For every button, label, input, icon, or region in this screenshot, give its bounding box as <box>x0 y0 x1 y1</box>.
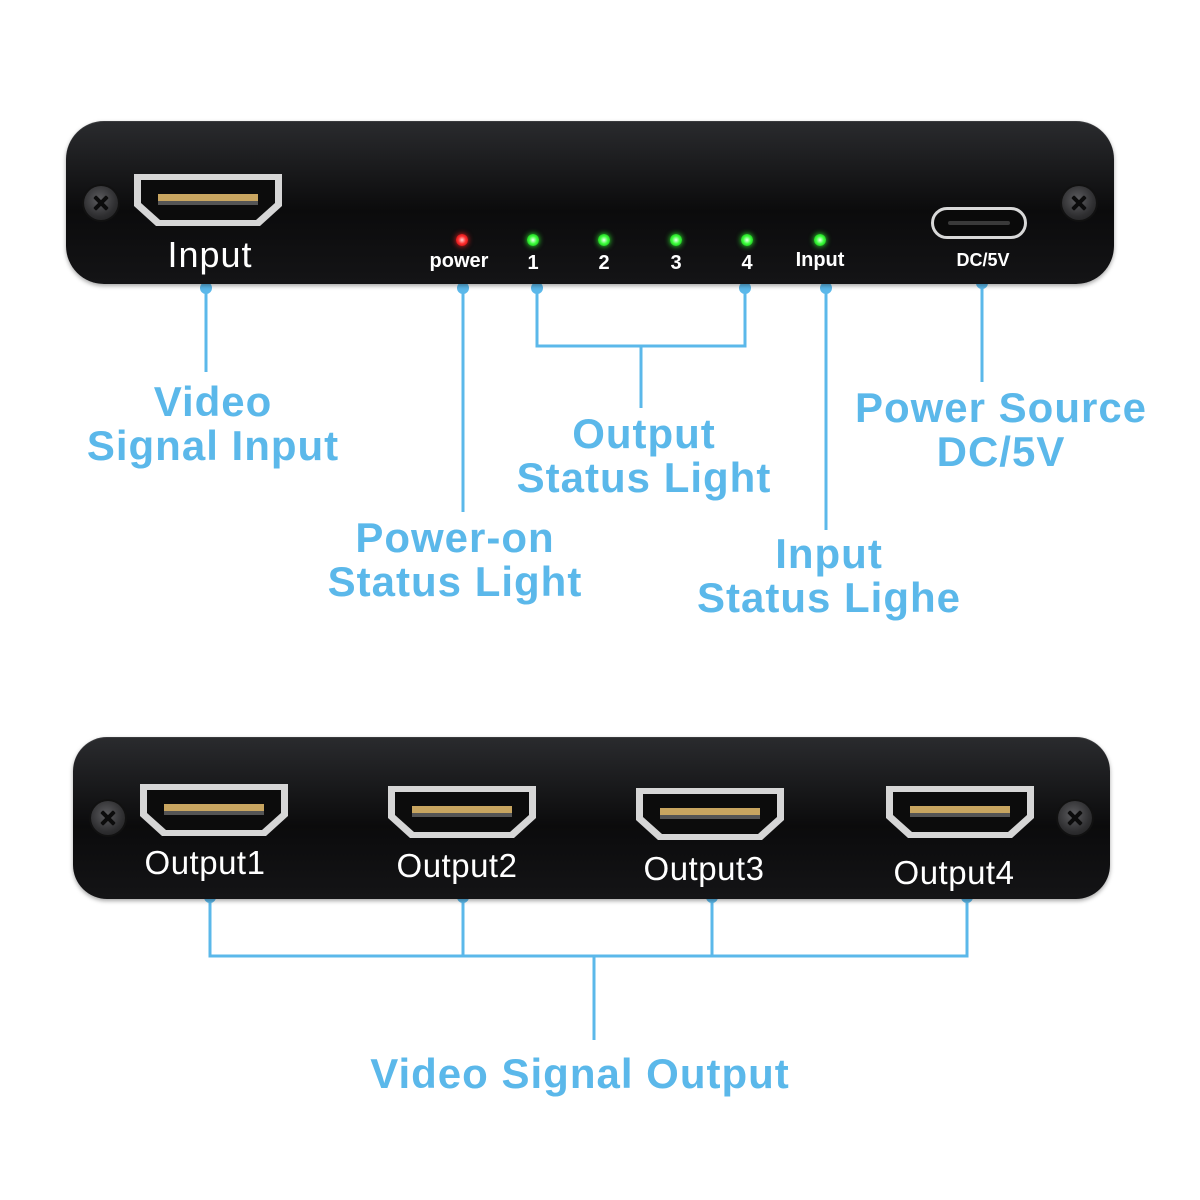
hdmi-output-4-port-icon <box>880 782 1040 842</box>
input-port-label: Input <box>167 234 253 275</box>
output-4-led-icon <box>741 234 753 246</box>
screw-icon <box>1058 801 1092 835</box>
power-led-label: power <box>429 250 489 272</box>
output-1-led-label: 1 <box>527 252 539 274</box>
output-3-led-icon <box>670 234 682 246</box>
callout-line-2: Signal Input <box>86 422 340 469</box>
video-signal-output-callout: Video Signal Output <box>370 1050 790 1097</box>
video-signal-input-callout: Video Signal Input <box>87 380 339 468</box>
callout-line-1: Output <box>572 410 716 457</box>
output-1-port-label: Output1 <box>144 844 266 881</box>
callout-line-2: Status Light <box>327 558 583 605</box>
callout-line-2: DC/5V <box>936 428 1066 475</box>
dc-port-label: DC/5V <box>956 250 1010 270</box>
input-led-icon <box>814 234 826 246</box>
output-2-led-icon <box>598 234 610 246</box>
screw-icon <box>84 186 118 220</box>
callout-line-1: Video <box>153 378 273 425</box>
callout-line-1: Power-on <box>355 514 555 561</box>
callout-line-2: Status Light <box>516 454 772 501</box>
output-4-led-label: 4 <box>741 252 753 274</box>
power-source-callout: Power Source DC/5V <box>855 386 1147 474</box>
hdmi-output-3-port-icon <box>630 784 790 844</box>
screw-icon <box>1062 186 1096 220</box>
output-3-led-label: 3 <box>670 252 682 274</box>
input-status-light-callout: Input Status Lighe <box>697 532 961 620</box>
hdmi-input-port-icon <box>128 170 288 230</box>
output-status-light-callout: Output Status Light <box>517 412 772 500</box>
input-led-label: Input <box>795 249 845 271</box>
power-led-icon <box>456 234 468 246</box>
output-3-port-label: Output3 <box>643 850 765 887</box>
output-2-port-label: Output2 <box>396 847 518 884</box>
callout-line-1: Power Source <box>854 384 1148 431</box>
output-4-port-label: Output4 <box>893 854 1015 891</box>
output-1-led-icon <box>527 234 539 246</box>
screw-icon <box>91 801 125 835</box>
usb-c-port-icon <box>931 207 1027 239</box>
output-2-led-label: 2 <box>598 252 610 274</box>
power-on-status-light-callout: Power-on Status Light <box>328 516 583 604</box>
callout-line-2: Status Lighe <box>696 574 962 621</box>
hdmi-output-1-port-icon <box>134 780 294 840</box>
hdmi-output-2-port-icon <box>382 782 542 842</box>
callout-line-1: Input <box>775 530 883 577</box>
